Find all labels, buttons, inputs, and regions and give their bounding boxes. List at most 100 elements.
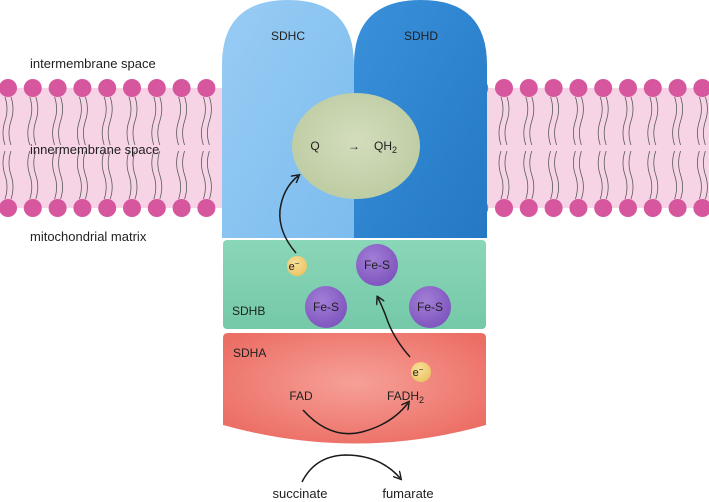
sdha-subunit: SDHA FAD FADH2 — [223, 333, 486, 444]
lipid-tail — [573, 150, 578, 200]
fes-cluster-1: Fe-S — [356, 244, 398, 286]
lipid-head — [98, 79, 117, 97]
lipid-head — [668, 199, 687, 217]
fes-cluster-3: Fe-S — [409, 286, 451, 328]
quinone-site: Q → QH2 — [292, 93, 420, 199]
lipid-tail — [697, 96, 702, 146]
arrow-fad-to-fadh2 — [302, 403, 408, 435]
electron-label: e− — [413, 365, 424, 379]
lipid-tail — [622, 150, 628, 200]
lipid-tail — [77, 96, 82, 146]
lipid-head — [519, 199, 538, 217]
lipid-head — [0, 79, 17, 97]
q-arrow: → — [348, 139, 360, 153]
lipid-head — [544, 199, 563, 217]
lipid-tail — [647, 96, 653, 146]
lipid-head — [172, 199, 191, 217]
electron-sdha: e− — [411, 362, 431, 382]
sdhb-label: SDHB — [232, 304, 265, 318]
lipid-tail — [529, 150, 535, 200]
fes-circle — [356, 244, 398, 286]
lipid-tail — [33, 150, 39, 200]
lipid-tail — [151, 150, 157, 200]
lipid-tail — [498, 96, 504, 146]
lipid-tail — [603, 96, 609, 146]
lipid-tail — [678, 96, 683, 146]
lipid-head — [23, 79, 42, 97]
lipid-tail — [52, 150, 57, 200]
innermembrane-space-label: innermembrane space — [30, 142, 159, 157]
lipid-head — [147, 199, 166, 217]
lipid-tail — [101, 150, 107, 200]
lipid-head — [147, 79, 166, 97]
lipid-head — [172, 79, 191, 97]
lipid-tail — [504, 96, 510, 146]
lipid-tail — [33, 96, 39, 146]
qh2-label: QH2 — [374, 139, 397, 155]
lipid-tail — [703, 150, 708, 200]
electron-label: e− — [289, 259, 300, 273]
lipid-head — [98, 199, 117, 217]
fumarate-label: fumarate — [382, 486, 433, 501]
lipid-tail — [672, 96, 677, 146]
lipid-tail — [8, 96, 14, 146]
q-label: Q — [310, 139, 319, 153]
lipid-tail — [207, 150, 212, 200]
lipid-head — [197, 199, 216, 217]
lipid-tail — [554, 150, 559, 200]
lipid-head — [73, 79, 92, 97]
lipid-tail — [176, 150, 181, 200]
lipid-tail — [653, 96, 659, 146]
lipid-head — [569, 79, 588, 97]
lipid-tail — [523, 150, 529, 200]
lipid-head — [123, 79, 141, 97]
lipid-tail — [151, 96, 157, 146]
lipid-head — [495, 79, 513, 97]
lipid-head — [594, 79, 613, 97]
lipid-head — [594, 199, 613, 217]
lipid-tail — [207, 96, 212, 146]
lipid-head — [643, 79, 662, 97]
lipid-tail — [107, 150, 113, 200]
lipid-tail — [126, 150, 132, 200]
electron-circle — [287, 256, 307, 276]
sdha-shape — [223, 333, 486, 444]
lipid-head — [693, 79, 709, 97]
lipid-head — [519, 79, 538, 97]
lipid-head — [197, 79, 216, 97]
sdhc-label: SDHC — [271, 29, 305, 43]
fadh2-label: FADH2 — [387, 389, 424, 405]
electron-circle — [411, 362, 431, 382]
lipid-tail — [8, 150, 14, 200]
lipid-tail — [523, 96, 529, 146]
lipid-tail — [703, 96, 708, 146]
lipid-tail — [579, 150, 584, 200]
lipid-tail — [52, 96, 57, 146]
lipid-tail — [107, 96, 113, 146]
lipid-tail — [597, 96, 603, 146]
electron-sdhb: e− — [287, 256, 307, 276]
lipid-tail — [157, 96, 163, 146]
lipid-tail — [622, 96, 628, 146]
lipid-tail — [132, 150, 138, 200]
arrow-succinate-to-fumarate — [301, 454, 400, 483]
lipid-tail — [548, 150, 553, 200]
lipid-head — [0, 199, 17, 217]
sdhd-label: SDHD — [404, 29, 438, 43]
lipid-tail — [653, 150, 659, 200]
lipid-tail — [126, 96, 132, 146]
quinone-ellipse — [292, 93, 420, 199]
lipid-tail — [579, 96, 584, 146]
lipid-tail — [58, 150, 63, 200]
lipid-head — [495, 199, 513, 217]
fes-cluster-2: Fe-S — [305, 286, 347, 328]
fad-label: FAD — [289, 389, 313, 403]
lipid-tail — [678, 150, 683, 200]
lipid-tail — [201, 96, 206, 146]
fes-label: Fe-S — [313, 300, 339, 314]
lipid-tail — [2, 150, 8, 200]
lipid-tail — [101, 96, 107, 146]
lipid-tail — [182, 150, 187, 200]
lipid-head — [48, 79, 67, 97]
